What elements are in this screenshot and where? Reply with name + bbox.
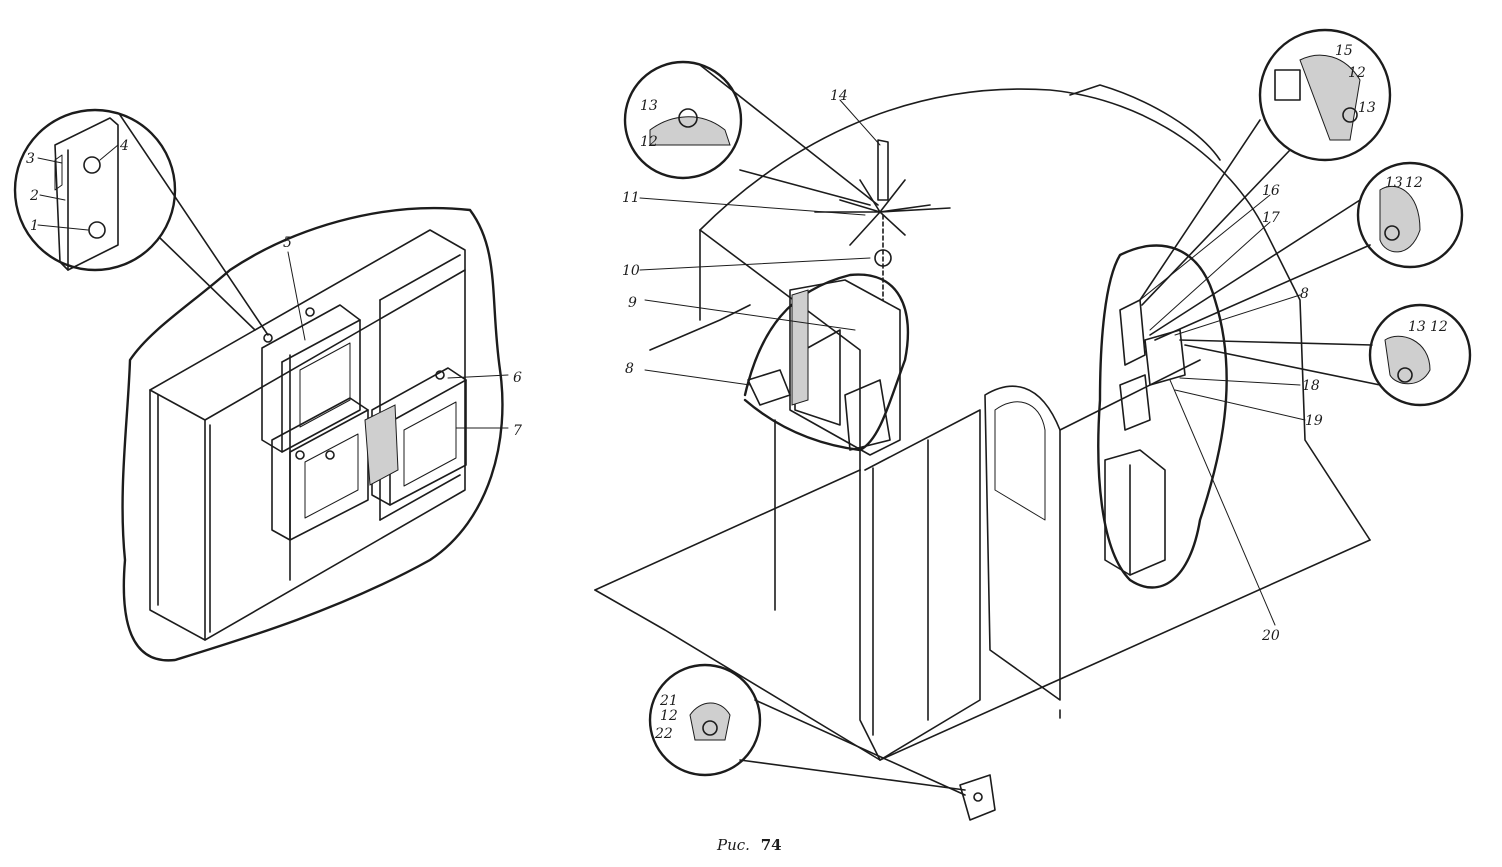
label-13-c: 13 [1385, 175, 1403, 191]
label-22: 22 [654, 726, 673, 742]
label-20: 20 [1261, 628, 1280, 644]
label-12-c: 12 [1405, 175, 1423, 191]
figure-caption: Рис. 74 [716, 836, 782, 854]
left-panel-assembly [13, 108, 509, 662]
label-19: 19 [1305, 413, 1323, 429]
label-21: 21 [659, 693, 678, 709]
label-8-right: 8 [1300, 286, 1309, 302]
caption-prefix: Рис. [716, 836, 750, 854]
label-8-left: 8 [625, 361, 634, 377]
label-9: 9 [628, 295, 637, 311]
label-13-b: 13 [1358, 100, 1376, 116]
label-6: 6 [513, 370, 522, 386]
label-4: 4 [119, 138, 129, 154]
label-15: 15 [1335, 43, 1353, 59]
label-10: 10 [622, 263, 640, 279]
label-12-b: 12 [1348, 65, 1366, 81]
label-16: 16 [1262, 183, 1280, 199]
label-5: 5 [283, 235, 292, 251]
label-18: 18 [1302, 378, 1320, 394]
label-13-a: 13 [640, 98, 658, 114]
label-7: 7 [513, 423, 522, 439]
label-17: 17 [1262, 210, 1280, 226]
cab-interior [594, 28, 1472, 821]
caption-number: 74 [761, 836, 782, 854]
label-12-a: 12 [640, 134, 658, 150]
label-1: 1 [30, 218, 39, 234]
label-13-d: 13 [1408, 319, 1426, 335]
label-3: 3 [26, 151, 35, 167]
label-12-e: 12 [660, 708, 678, 724]
label-12-d: 12 [1430, 319, 1448, 335]
label-14: 14 [830, 88, 848, 104]
label-2: 2 [29, 188, 39, 204]
label-11: 11 [622, 190, 640, 206]
